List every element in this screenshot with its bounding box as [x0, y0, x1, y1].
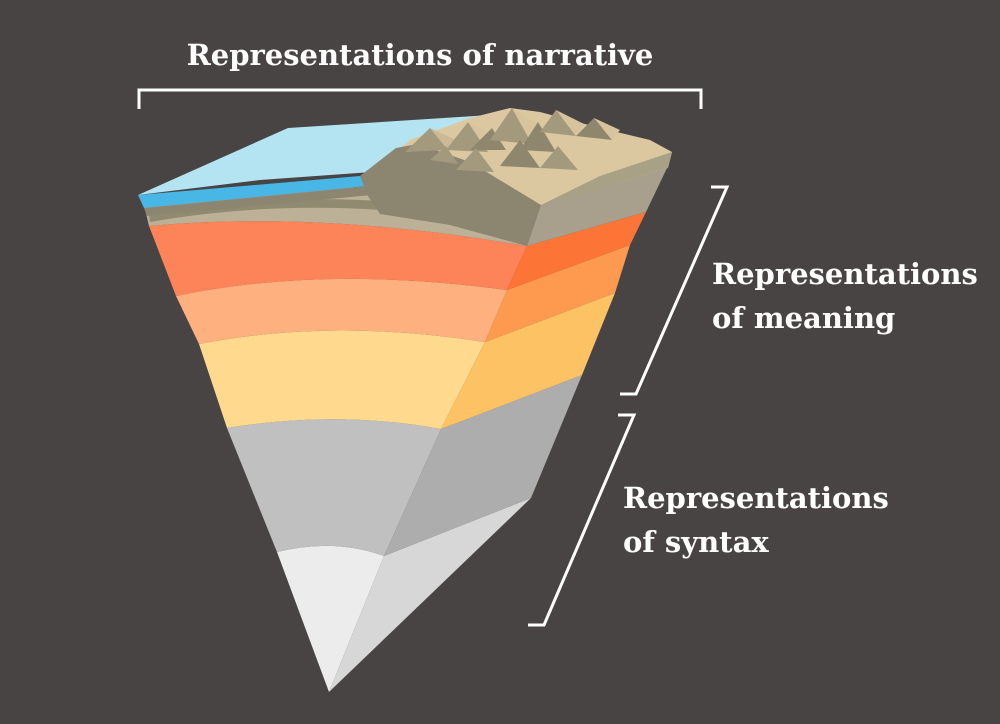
- layer-lower-mantle-left: [199, 330, 485, 429]
- label-narrative-text: Representations of narrative: [186, 38, 654, 72]
- label-narrative: Representations of narrative: [0, 33, 840, 77]
- bracket-narrative: [137, 88, 703, 109]
- continental-slope: [360, 144, 541, 246]
- bracket-syntax: [528, 413, 637, 627]
- seafloor-band: [144, 186, 372, 216]
- layer-asthenosphere-right: [507, 212, 646, 290]
- layer-outer-core-right: [384, 375, 582, 556]
- label-syntax: Representations of syntax: [623, 476, 889, 564]
- layer-upper-mantle-left: [176, 278, 507, 344]
- layer-core-left: [277, 545, 384, 692]
- ocean-deep-band: [138, 176, 368, 208]
- label-meaning-line2: of meaning: [712, 301, 896, 335]
- land-edge-shade: [541, 152, 672, 205]
- layer-upper-mantle-right: [485, 245, 630, 342]
- layer-crust-right: [527, 168, 667, 246]
- label-meaning: Representations of meaning: [712, 252, 978, 340]
- label-syntax-line1: Representations: [623, 481, 889, 515]
- mountain-range: [405, 108, 620, 172]
- label-syntax-line2: of syntax: [623, 525, 769, 559]
- layer-lower-mantle-right: [441, 293, 615, 429]
- layer-outer-core-left: [227, 419, 441, 556]
- layer-core-right: [329, 498, 531, 692]
- bracket-meaning: [620, 185, 730, 396]
- layer-asthenosphere-left: [149, 221, 527, 296]
- label-meaning-line1: Representations: [712, 257, 978, 291]
- ocean-surface: [138, 114, 506, 195]
